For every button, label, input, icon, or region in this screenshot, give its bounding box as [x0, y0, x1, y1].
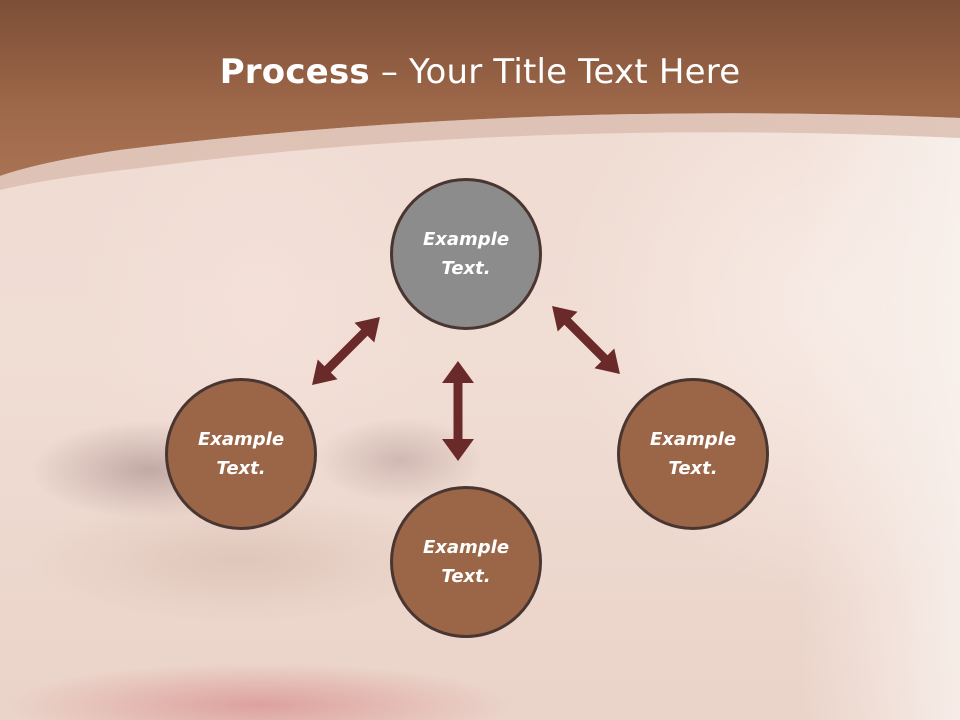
slide-title: Process – Your Title Text Here [0, 52, 960, 92]
node-bottom-text: Example Text. [422, 537, 510, 587]
title-rest: – Your Title Text Here [369, 52, 741, 92]
header-band [0, 0, 960, 190]
double-arrow-left [312, 317, 380, 385]
node-right: Example Text. [617, 378, 769, 530]
node-right-text: Example Text. [649, 429, 737, 479]
node-top: Example Text. [390, 178, 542, 330]
title-bold: Process [219, 52, 370, 92]
node-bottom: Example Text. [390, 486, 542, 638]
double-arrow-center [442, 361, 474, 461]
node-left-text: Example Text. [197, 429, 285, 479]
node-left: Example Text. [165, 378, 317, 530]
node-top-text: Example Text. [422, 229, 510, 279]
double-arrow-right [552, 306, 620, 374]
